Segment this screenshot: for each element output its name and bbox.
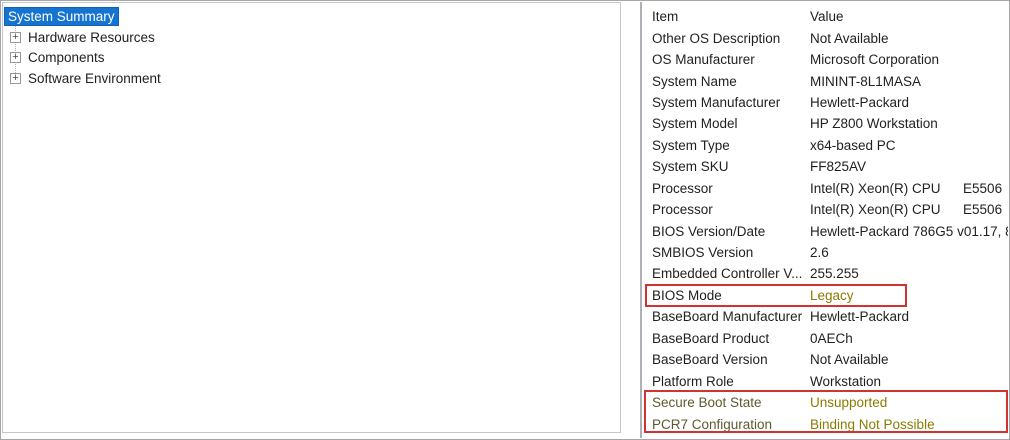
table-row[interactable]: System SKU FF825AV	[652, 156, 1008, 177]
item-cell: Other OS Description	[652, 30, 781, 46]
table-header: Item Value	[652, 6, 1008, 27]
table-row[interactable]: BaseBoard Manufacturer Hewlett-Packard	[652, 306, 1008, 327]
table-row[interactable]: PCR7 Configuration Binding Not Possible	[652, 413, 1008, 434]
value-cell: Not Available	[810, 30, 889, 46]
value-cell: MININT-8L1MASA	[810, 73, 922, 89]
table-row[interactable]: System Type x64-based PC	[652, 135, 1008, 156]
item-cell: Platform Role	[652, 373, 734, 389]
item-cell: Embedded Controller V...	[652, 266, 803, 282]
expand-plus-icon[interactable]: +	[10, 52, 21, 64]
value-cell: FF825AV	[810, 159, 867, 175]
value-cell: Hewlett-Packard	[810, 94, 910, 110]
table-row[interactable]: Secure Boot State Unsupported	[652, 392, 1008, 413]
table-row[interactable]: Processor Intel(R) Xeon(R) CPU E5506	[652, 199, 1008, 220]
table-row[interactable]: System Model HP Z800 Workstation	[652, 113, 1008, 134]
value-cell: Intel(R) Xeon(R) CPU E5506	[810, 180, 1003, 196]
value-cell: 255.255	[810, 266, 859, 282]
value-cell: HP Z800 Workstation	[810, 116, 938, 132]
item-cell: BaseBoard Manufacturer	[652, 309, 803, 325]
value-cell: Legacy	[810, 287, 854, 303]
tree-item-label: Components	[28, 50, 105, 66]
item-cell: System Name	[652, 73, 737, 89]
value-cell: 2.6	[810, 245, 829, 261]
column-header-item[interactable]: Item	[652, 9, 679, 25]
item-cell: BaseBoard Product	[652, 330, 770, 346]
item-cell: System SKU	[652, 159, 729, 175]
value-cell: Hewlett-Packard 786G5 v01.17, 8/	[810, 223, 1008, 239]
tree-item-label: System Summary	[4, 6, 119, 26]
table-row[interactable]: System Manufacturer Hewlett-Packard	[652, 92, 1008, 113]
item-cell: BIOS Version/Date	[652, 223, 766, 239]
item-cell: BaseBoard Version	[652, 352, 768, 368]
value-cell: Hewlett-Packard	[810, 309, 910, 325]
tree-item-components[interactable]: + Components	[3, 47, 620, 68]
table-row[interactable]: BIOS Mode Legacy	[652, 285, 1008, 306]
tree-item-software-environment[interactable]: + Software Environment	[3, 68, 620, 89]
table-row[interactable]: Processor Intel(R) Xeon(R) CPU E5506	[652, 178, 1008, 199]
item-cell: BIOS Mode	[652, 287, 722, 303]
table-row[interactable]: OS Manufacturer Microsoft Corporation	[652, 49, 1008, 70]
item-cell: OS Manufacturer	[652, 52, 755, 68]
category-tree-pane: System Summary + Hardware Resources + Compon…	[2, 2, 621, 433]
pane-splitter[interactable]	[622, 2, 640, 438]
table-row[interactable]: Embedded Controller V... 255.255	[652, 263, 1008, 284]
item-cell: Processor	[652, 180, 713, 196]
tree-item-label: Software Environment	[28, 70, 161, 86]
tree-item-label: Hardware Resources	[28, 29, 155, 45]
item-cell: System Type	[652, 137, 730, 153]
tree-item-hardware-resources[interactable]: + Hardware Resources	[3, 27, 620, 48]
expand-plus-icon[interactable]: +	[10, 31, 21, 43]
item-cell: System Manufacturer	[652, 94, 781, 110]
expand-plus-icon[interactable]: +	[10, 72, 21, 84]
table-row[interactable]: Platform Role Workstation	[652, 370, 1008, 391]
tree: System Summary + Hardware Resources + Compon…	[3, 3, 620, 89]
column-header-value[interactable]: Value	[810, 9, 844, 25]
value-cell: Workstation	[810, 373, 882, 389]
tree-item-system-summary[interactable]: System Summary	[3, 6, 620, 27]
item-cell: SMBIOS Version	[652, 245, 754, 261]
item-cell: Processor	[652, 202, 713, 218]
value-cell: Unsupported	[810, 395, 888, 411]
table-row[interactable]: Other OS Description Not Available	[652, 27, 1008, 48]
value-cell: Microsoft Corporation	[810, 52, 940, 68]
value-cell: Intel(R) Xeon(R) CPU E5506	[810, 202, 1003, 218]
table-row[interactable]: SMBIOS Version 2.6	[652, 242, 1008, 263]
table-row[interactable]: BaseBoard Product 0AECh	[652, 328, 1008, 349]
item-cell: Secure Boot State	[652, 395, 762, 411]
value-cell: x64-based PC	[810, 137, 896, 153]
table-row[interactable]: BaseBoard Version Not Available	[652, 349, 1008, 370]
value-cell: 0AECh	[810, 330, 853, 346]
table-row[interactable]: BIOS Version/Date Hewlett-Packard 786G5 v…	[652, 220, 1008, 241]
value-cell: Binding Not Possible	[810, 416, 935, 432]
item-cell: PCR7 Configuration	[652, 416, 773, 432]
table-row[interactable]: System Name MININT-8L1MASA	[652, 70, 1008, 91]
value-cell: Not Available	[810, 352, 889, 368]
item-cell: System Model	[652, 116, 738, 132]
